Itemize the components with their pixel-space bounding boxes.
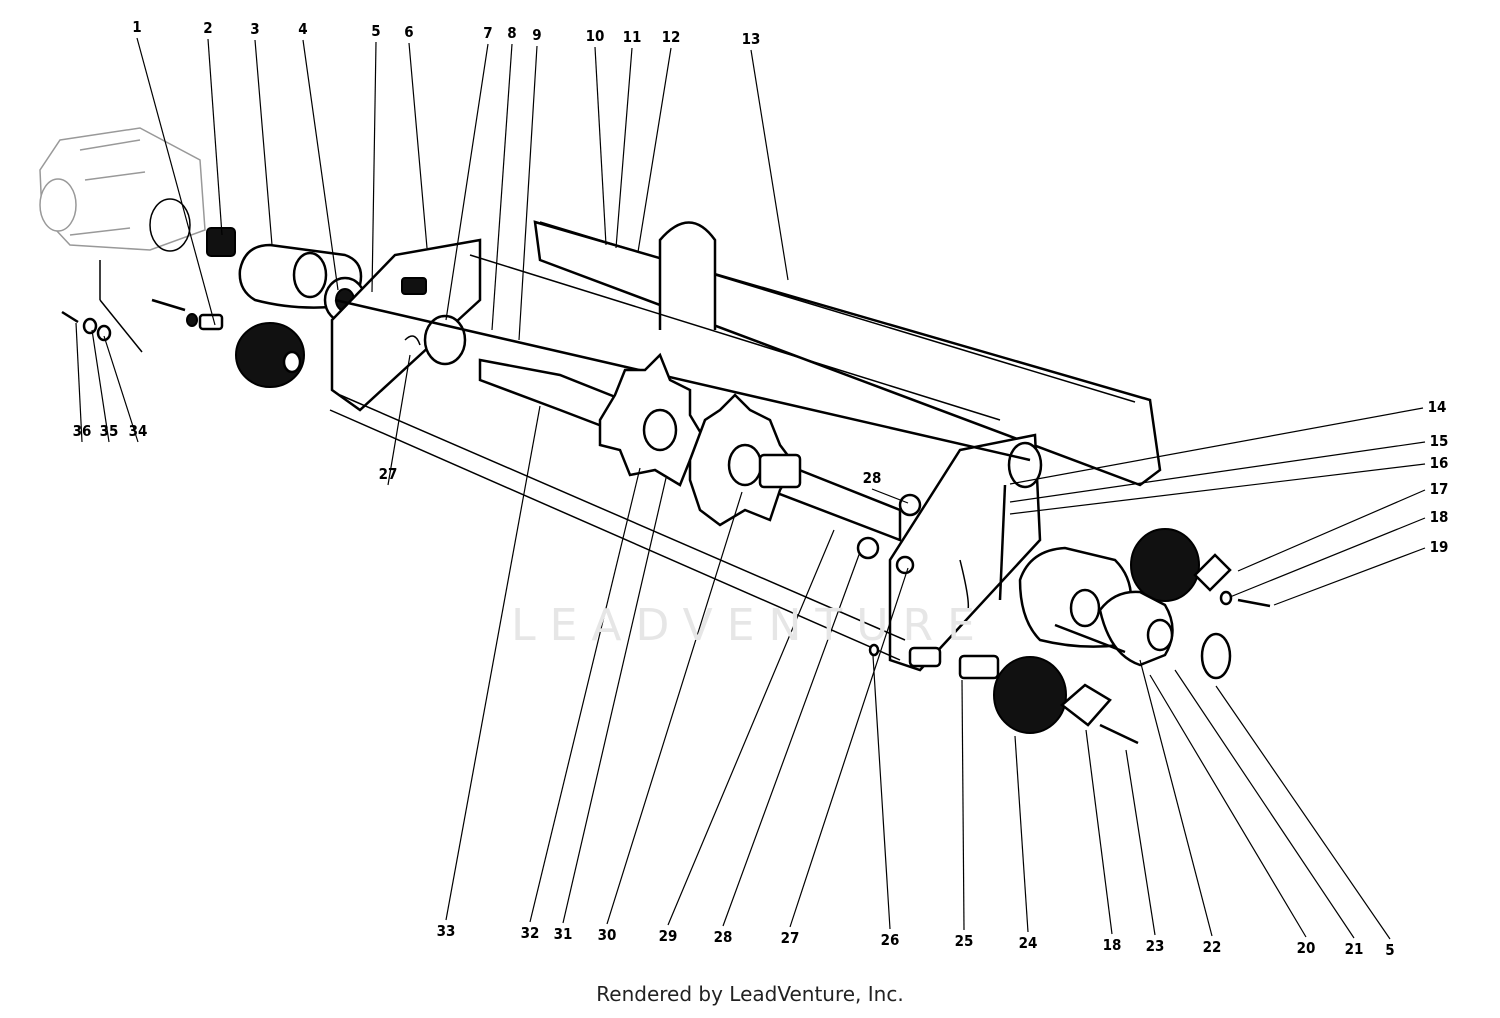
callout-18: 18 — [1430, 508, 1449, 526]
leader-line-28 — [722, 551, 861, 927]
callout-5: 5 — [1385, 941, 1394, 959]
leader-line-7 — [445, 43, 489, 321]
leader-line-13 — [750, 49, 789, 281]
leader-line-1 — [136, 37, 216, 326]
callout-27: 27 — [781, 929, 800, 947]
frame-tube — [533, 220, 1162, 487]
leader-line-28 — [871, 488, 909, 504]
callout-9: 9 — [532, 26, 541, 44]
callout-5: 5 — [371, 22, 380, 40]
callout-36: 36 — [73, 422, 92, 440]
leader-lines — [75, 37, 1426, 940]
leader-line-32 — [529, 467, 641, 923]
callout-26: 26 — [881, 931, 900, 949]
leader-line-36 — [75, 322, 83, 443]
footer-credit: Rendered by LeadVenture, Inc. — [596, 982, 904, 1006]
callout-23: 23 — [1146, 937, 1165, 955]
leader-line-27 — [789, 567, 909, 928]
leader-line-6 — [408, 42, 428, 249]
callout-6: 6 — [404, 23, 413, 41]
motor-housing — [39, 127, 206, 353]
callout-30: 30 — [598, 926, 617, 944]
callout-12: 12 — [662, 28, 681, 46]
callout-22: 22 — [1203, 938, 1222, 956]
roller-right-bottom — [993, 656, 1112, 734]
leader-line-2 — [207, 38, 223, 236]
callout-7: 7 — [483, 24, 492, 42]
leader-line-33 — [445, 405, 541, 921]
callout-21: 21 — [1345, 940, 1364, 958]
bearing-block — [998, 484, 1232, 680]
leader-line-31 — [562, 477, 667, 924]
callout-18: 18 — [1103, 936, 1122, 954]
leader-line-14 — [1009, 407, 1424, 485]
leader-line-30 — [606, 491, 743, 925]
leader-line-21 — [1174, 669, 1355, 939]
leader-line-11 — [615, 47, 633, 249]
callout-4: 4 — [298, 20, 307, 38]
hardware — [61, 298, 1271, 745]
leader-line-17 — [1237, 489, 1426, 572]
callout-17: 17 — [1430, 480, 1449, 498]
leader-line-23 — [1125, 749, 1156, 936]
leader-line-18 — [1229, 517, 1426, 598]
callout-20: 20 — [1297, 939, 1316, 957]
callout-32: 32 — [521, 924, 540, 942]
leader-line-8 — [491, 43, 513, 331]
callout-29: 29 — [659, 927, 678, 945]
leader-line-5 — [1215, 685, 1391, 940]
leader-line-9 — [518, 45, 538, 341]
callout-28: 28 — [714, 928, 733, 946]
roller-right-top — [1130, 528, 1232, 602]
leader-line-35 — [91, 329, 110, 443]
leader-line-10 — [594, 46, 607, 246]
watermark: LEADVENTURE — [511, 600, 989, 651]
callout-10: 10 — [586, 27, 605, 45]
callout-13: 13 — [742, 30, 761, 48]
leader-line-22 — [1139, 659, 1213, 937]
callout-31: 31 — [554, 925, 573, 943]
leader-line-16 — [1009, 463, 1426, 515]
callout-3: 3 — [250, 20, 259, 38]
leader-line-20 — [1149, 674, 1307, 938]
callout-2: 2 — [203, 19, 212, 37]
leader-line-27 — [387, 354, 411, 486]
callout-28: 28 — [863, 469, 882, 487]
callout-8: 8 — [507, 24, 516, 42]
callout-24: 24 — [1019, 934, 1038, 952]
leader-line-19 — [1273, 547, 1426, 606]
callout-14: 14 — [1428, 398, 1447, 416]
leader-line-34 — [103, 335, 139, 443]
leader-line-26 — [872, 655, 891, 930]
callout-11: 11 — [623, 28, 642, 46]
callout-27: 27 — [379, 465, 398, 483]
roller-left — [235, 322, 305, 388]
callout-35: 35 — [100, 422, 119, 440]
callout-1: 1 — [132, 18, 141, 36]
leader-line-25 — [961, 679, 965, 931]
leader-line-4 — [302, 39, 339, 291]
callout-15: 15 — [1430, 432, 1449, 450]
callout-34: 34 — [129, 422, 148, 440]
leader-line-24 — [1014, 735, 1029, 933]
leader-line-12 — [637, 47, 672, 253]
leader-line-5 — [371, 41, 377, 293]
leader-line-18 — [1085, 729, 1113, 935]
left-side-plate — [330, 238, 482, 412]
callout-33: 33 — [437, 922, 456, 940]
callout-25: 25 — [955, 932, 974, 950]
leader-line-15 — [1009, 441, 1426, 503]
leader-line-3 — [254, 39, 273, 246]
sprockets — [598, 352, 802, 527]
leader-line-29 — [667, 529, 835, 926]
callout-16: 16 — [1430, 454, 1449, 472]
right-side-plate — [888, 433, 1043, 672]
callout-19: 19 — [1430, 538, 1449, 556]
